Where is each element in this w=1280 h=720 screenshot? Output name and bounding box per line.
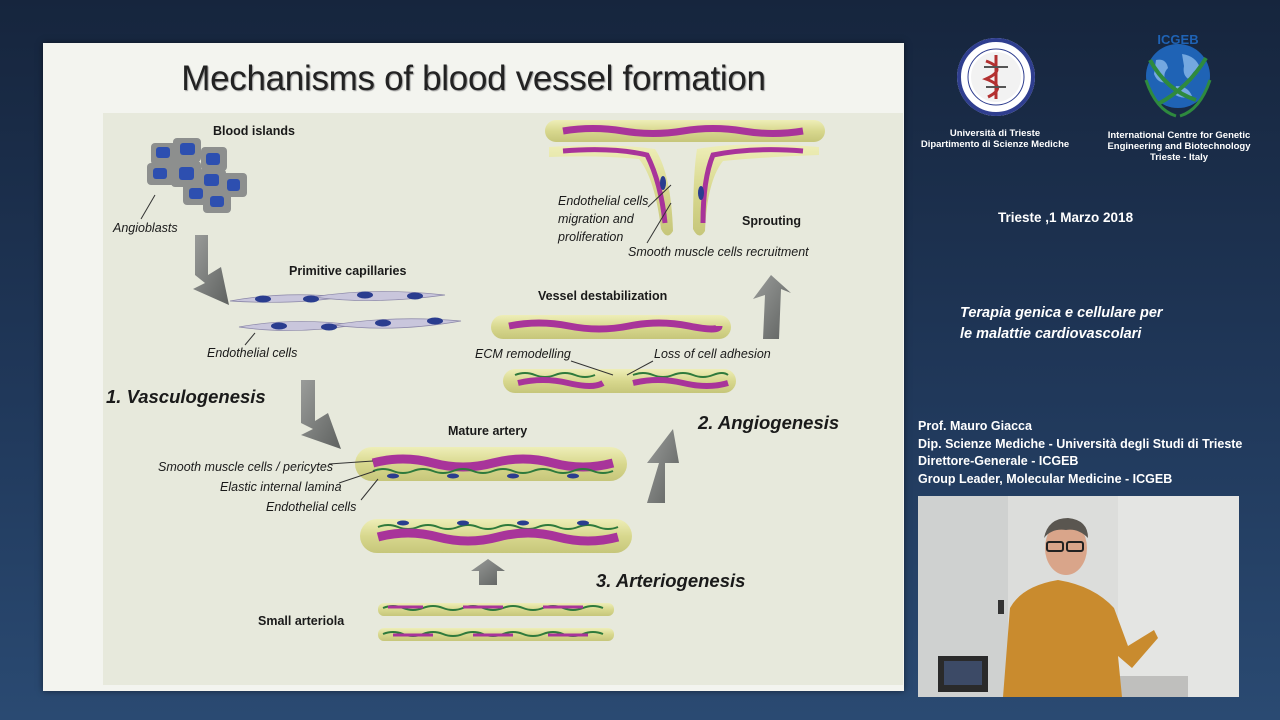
small-arteriola <box>378 603 614 641</box>
label-endothelial-cells-artery: Endothelial cells <box>266 500 357 514</box>
speaker-affiliation-1: Dip. Scienze Mediche - Università degli … <box>918 436 1243 451</box>
label-loss-of-cell-adhesion: Loss of cell adhesion <box>654 347 771 361</box>
label-ec-migration-3: proliferation <box>558 230 624 244</box>
university-caption-line-2: Dipartimento di Scienze Mediche <box>920 139 1070 150</box>
speaker-info: Prof. Mauro Giacca Dip. Scienze Mediche … <box>918 418 1242 488</box>
vessel-destabilization <box>491 315 736 393</box>
label-vasculogenesis: 1. Vasculogenesis <box>106 386 266 407</box>
speaker-affiliation-2: Direttore-Generale - ICGEB <box>918 454 1079 468</box>
arrow-to-arteriogenesis <box>471 559 505 585</box>
sprouting-vessel <box>545 120 825 236</box>
arrow-to-capillaries <box>193 235 229 305</box>
mature-artery <box>355 447 632 553</box>
speaker-affiliation-3: Group Leader, Molecular Medicine - ICGEB <box>918 471 1173 486</box>
label-ecm-remodelling: ECM remodelling <box>475 347 571 361</box>
course-title-line-2: le malattie cardiovascolari <box>960 326 1142 342</box>
label-ec-migration-1: Endothelial cells <box>558 194 649 208</box>
label-angiogenesis: 2. Angiogenesis <box>698 412 840 433</box>
university-caption: Università di Trieste Dipartimento di Sc… <box>905 128 1085 150</box>
primitive-capillaries <box>229 291 462 331</box>
icgeb-logo: ICGEB <box>1144 32 1212 118</box>
icgeb-caption-line-2: Engineering and Biotechnology <box>1107 141 1251 152</box>
arrow-to-sprouting <box>753 275 791 339</box>
speaker-name: Prof. Mauro Giacca <box>918 419 1032 433</box>
label-angioblasts: Angioblasts <box>113 221 178 235</box>
label-vessel-destabilization: Vessel destabilization <box>538 289 668 303</box>
label-elastic-internal-lamina: Elastic internal lamina <box>220 480 342 494</box>
figure-background <box>103 113 903 685</box>
arrow-to-angiogenesis <box>647 429 679 503</box>
speaker-video-feed <box>918 496 1239 697</box>
label-smc-recruitment: Smooth muscle cells recruitment <box>628 245 809 259</box>
icgeb-caption: International Centre for Genetic Enginee… <box>1090 130 1268 163</box>
label-small-arteriola: Small arteriola <box>258 614 345 628</box>
university-caption-line-1: Università di Trieste <box>949 128 1041 139</box>
blood-islands-cluster <box>147 138 247 213</box>
label-blood-islands: Blood islands <box>213 124 295 138</box>
label-ec-migration-2: migration and <box>558 212 634 226</box>
label-arteriogenesis: 3. Arteriogenesis <box>596 570 746 591</box>
presentation-slide: Mechanisms of blood vessel formation <box>43 43 904 691</box>
label-sprouting: Sprouting <box>742 214 802 228</box>
university-seal-logo <box>957 38 1035 116</box>
label-endothelial-cells: Endothelial cells <box>207 346 298 360</box>
arrow-to-mature-artery <box>301 380 341 449</box>
lecture-date: Trieste ,1 Marzo 2018 <box>998 210 1134 225</box>
icgeb-logo-text: ICGEB <box>1157 32 1198 47</box>
course-title: Terapia genica e cellulare per le malatt… <box>960 303 1163 345</box>
icgeb-caption-line-1: International Centre for Genetic <box>1107 130 1251 141</box>
label-smooth-muscle-pericytes: Smooth muscle cells / pericytes <box>158 460 334 474</box>
slide-title: Mechanisms of blood vessel formation <box>181 59 766 98</box>
label-primitive-capillaries: Primitive capillaries <box>289 264 407 278</box>
blood-vessel-diagram <box>140 120 825 641</box>
label-mature-artery: Mature artery <box>448 424 528 438</box>
speaker-video-image <box>918 496 1239 697</box>
course-title-line-1: Terapia genica e cellulare per <box>960 305 1163 321</box>
icgeb-caption-line-3: Trieste - Italy <box>1149 152 1209 163</box>
